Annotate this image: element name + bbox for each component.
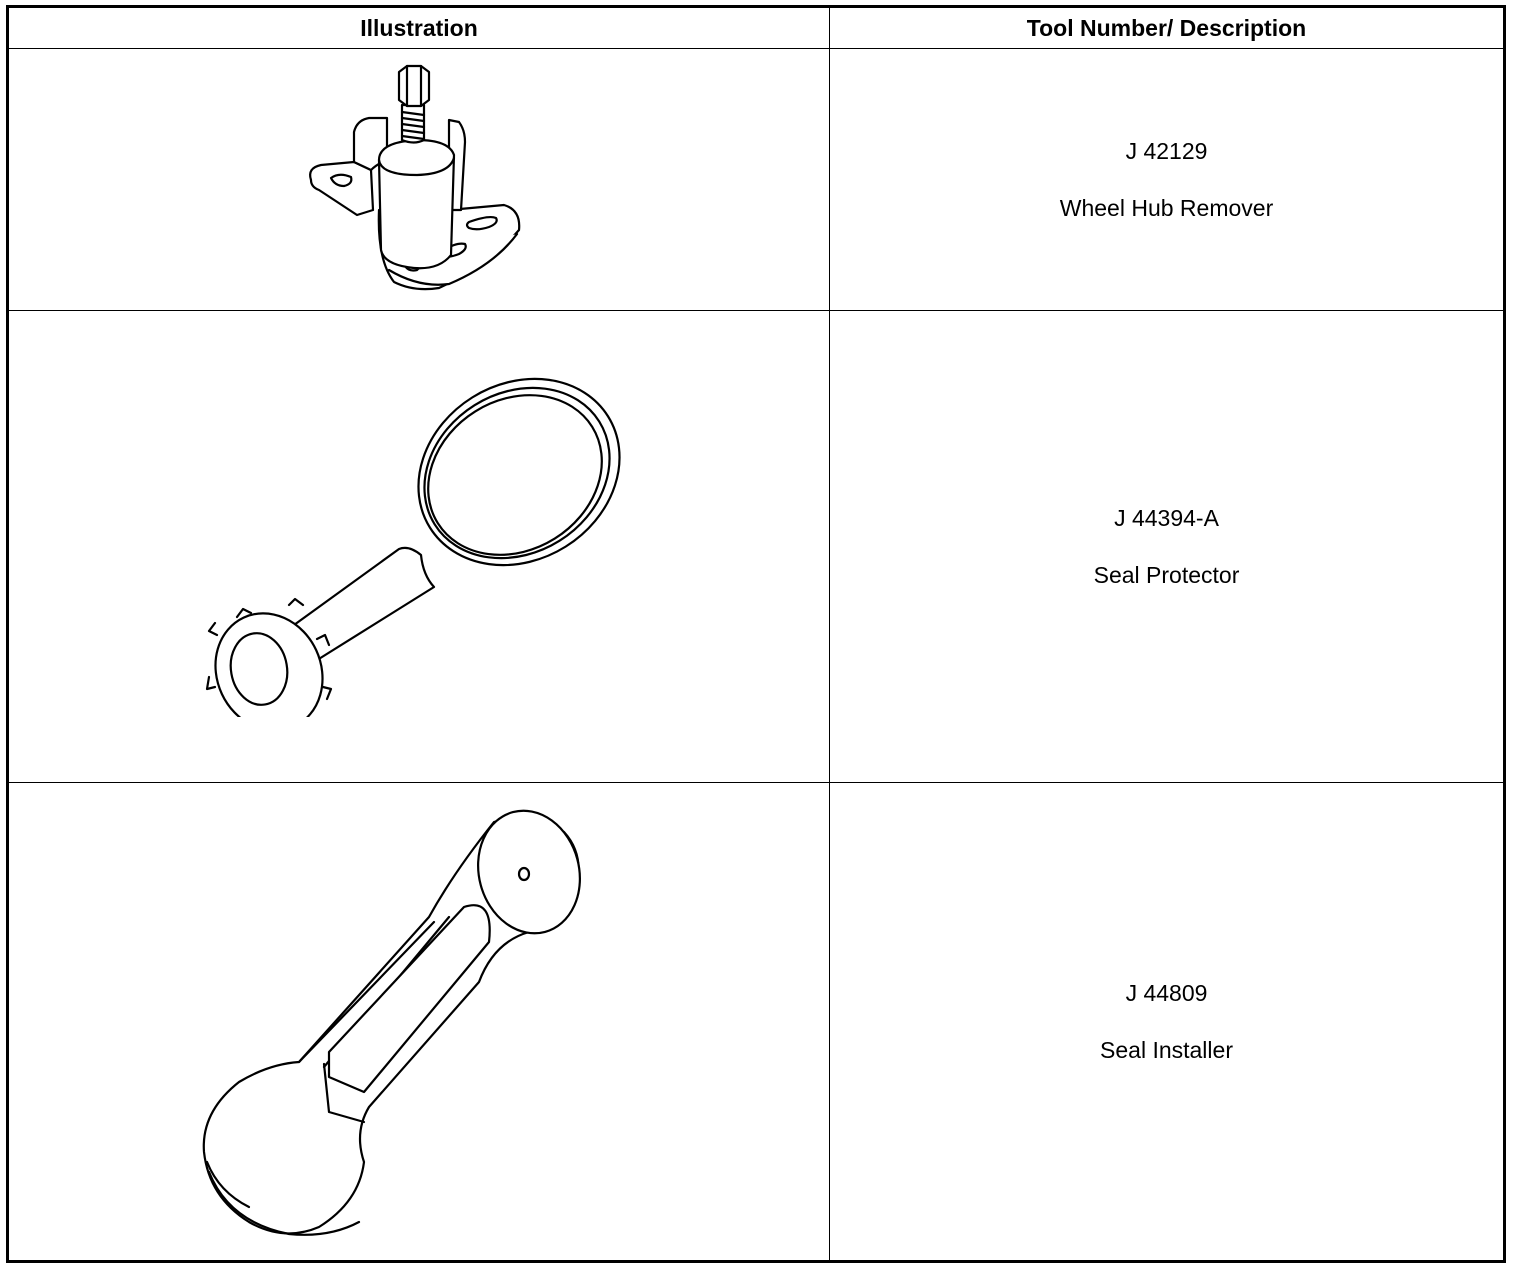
- illustration-cell: [7, 782, 830, 1262]
- seal-installer-illustration: [202, 809, 581, 1236]
- special-tools-table: Illustration Tool Number/ Description: [6, 5, 1506, 1263]
- tool-number: J 44809: [1125, 979, 1208, 1006]
- illustration-cell: [7, 310, 830, 783]
- table-header-row: Illustration Tool Number/ Description: [7, 6, 1505, 49]
- table-row: J 44394-A Seal Protector: [7, 310, 1505, 783]
- column-header-tool-description: Tool Number/ Description: [829, 6, 1505, 49]
- tool-description-cell: J 42129 Wheel Hub Remover: [829, 48, 1505, 311]
- tool-description: Seal Protector: [1093, 561, 1240, 588]
- tool-number: J 42129: [1125, 137, 1208, 164]
- tool-description: Wheel Hub Remover: [1059, 194, 1274, 221]
- table-row: J 44809 Seal Installer: [7, 782, 1505, 1262]
- illustration-cell: [7, 48, 830, 311]
- wheel-hub-remover-illustration: [309, 64, 521, 290]
- tool-description-cell: J 44809 Seal Installer: [829, 782, 1505, 1262]
- column-header-illustration: Illustration: [7, 6, 830, 49]
- table-row: J 42129 Wheel Hub Remover: [7, 48, 1505, 311]
- tool-number: J 44394-A: [1114, 504, 1219, 531]
- tool-description-cell: J 44394-A Seal Protector: [829, 310, 1505, 783]
- tool-description: Seal Installer: [1100, 1036, 1233, 1063]
- seal-protector-illustration: [205, 377, 621, 717]
